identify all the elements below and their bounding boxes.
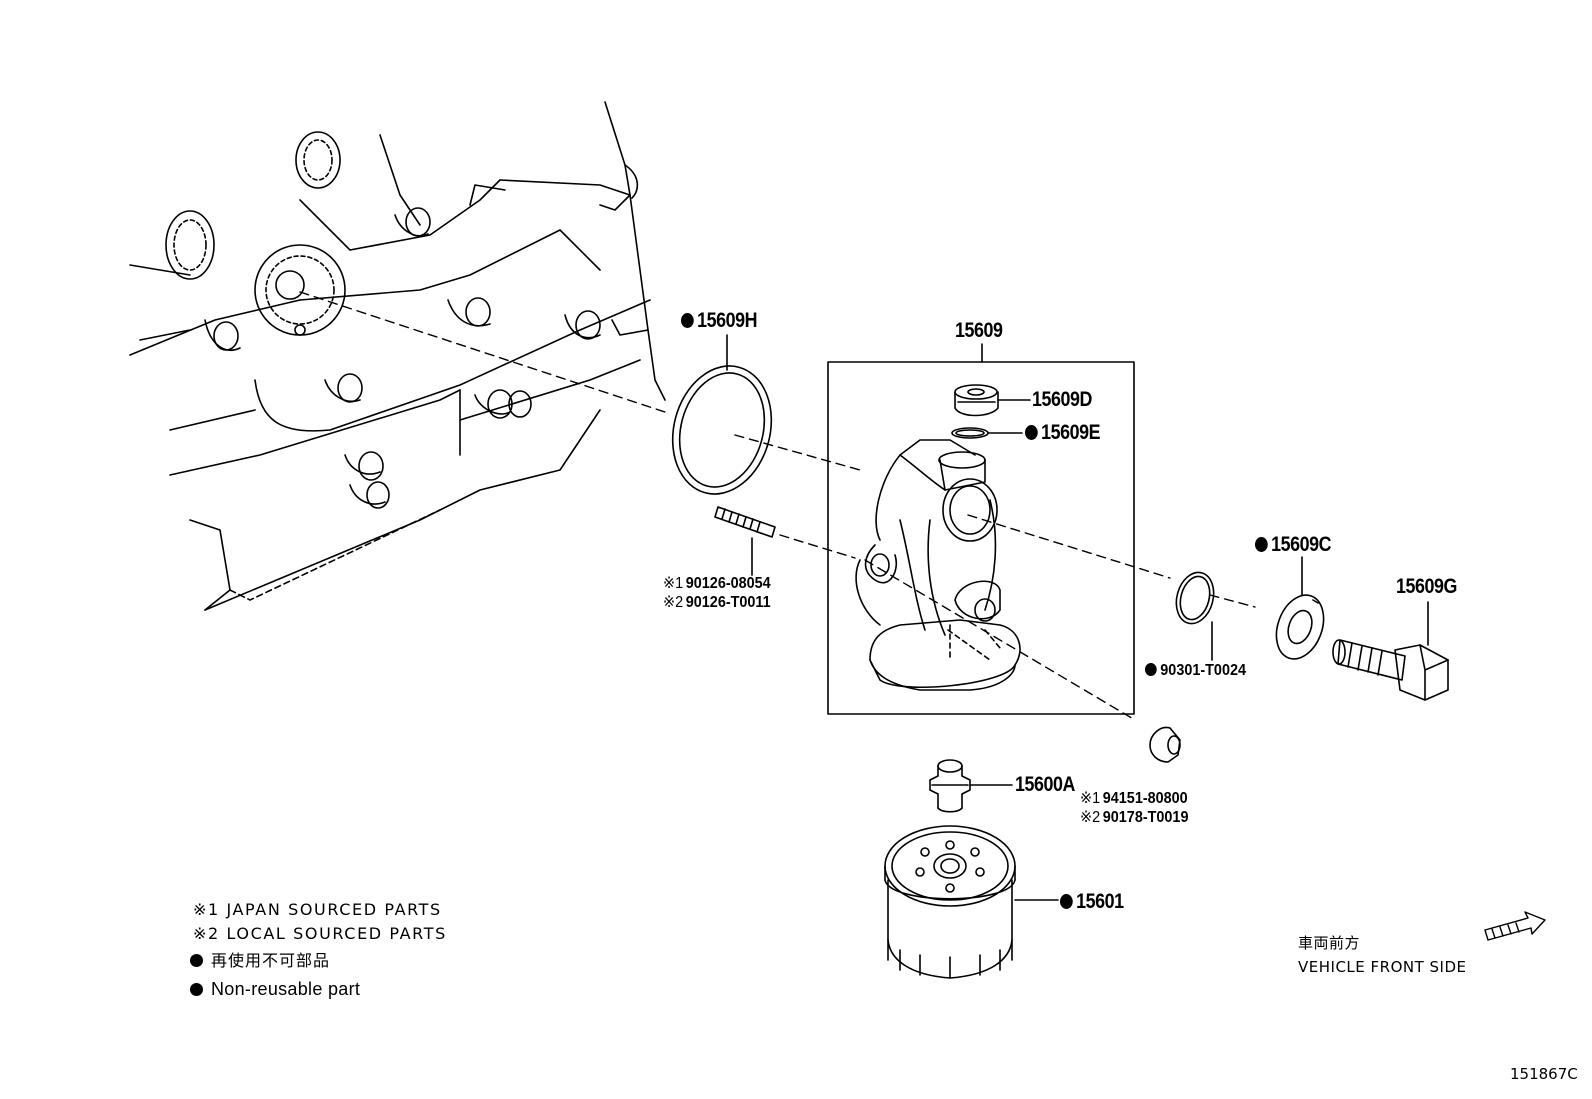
front-arrow-icon [1484,911,1546,941]
label-15609d: 15609D [1032,389,1092,410]
label-15609g: 15609G [1396,576,1457,597]
diagram-code: 151867C [1510,1065,1578,1083]
part-number: 15609H [697,309,758,332]
label-15600a: 15600A [1015,774,1075,795]
non-reusable-dot-icon [1145,663,1157,676]
vehicle-front-label-jp: 車両前方 [1298,934,1361,952]
part-number: 15609 [955,319,1003,342]
label-15609: 15609 [955,320,1003,341]
part-number: 15609D [1032,388,1092,411]
label-90301-t0024: 90301-T0024 [1145,663,1246,679]
stud-bolt [714,506,776,576]
part-number: 90301-T0024 [1160,662,1246,679]
o-ring-large [671,365,773,495]
union-15600a [929,759,971,813]
part-number: 15609C [1271,533,1332,556]
non-reusable-dot-icon [681,313,694,328]
engine-block-illustration [129,101,666,611]
oil-filter-bracket [855,439,1021,691]
legend-local-sourced: ※2 LOCAL SOURCED PARTS [193,924,447,943]
alignment-lines [299,291,1256,721]
assembly-box-15609 [827,361,1135,715]
non-reusable-dot-icon [190,983,203,996]
vehicle-front-label-en: VEHICLE FRONT SIDE [1298,958,1467,976]
part-number: 15609G [1396,575,1457,598]
legend-non-reusable-en: Non-reusable part [190,980,360,998]
part-number: 15600A [1015,773,1075,796]
non-reusable-dot-icon [190,954,203,967]
plug-15609d [954,384,999,417]
legend-japan-sourced: ※1 JAPAN SOURCED PARTS [193,900,442,919]
label-15609e: 15609E [1025,421,1101,444]
non-reusable-dot-icon [1060,894,1073,909]
label-15609h: 15609H [681,309,758,332]
non-reusable-dot-icon [1255,537,1268,552]
o-ring-small [1175,571,1215,625]
washer-15609c [1275,594,1325,660]
legend-non-reusable-jp: 再使用不可部品 [190,953,330,969]
union-bolt-15609g [1332,639,1449,701]
part-number: 15609E [1041,421,1101,444]
part-number: 15601 [1076,890,1124,913]
label-15609c: 15609C [1255,533,1332,556]
label-15601: 15601 [1060,891,1124,912]
oil-filter-15601 [884,825,1016,979]
non-reusable-dot-icon [1025,425,1038,440]
nut [1149,726,1181,763]
